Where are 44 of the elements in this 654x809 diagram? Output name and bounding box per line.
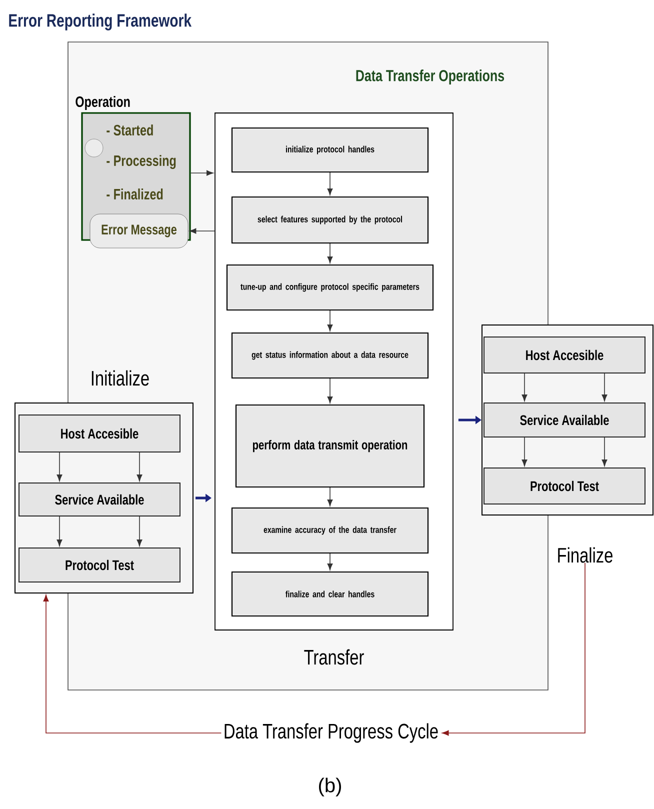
arrow bbox=[327, 243, 333, 264]
arrow bbox=[327, 553, 333, 570]
arrow bbox=[136, 516, 142, 546]
arrow bbox=[136, 452, 142, 482]
arrow bbox=[327, 378, 333, 404]
status-item: - Processing bbox=[106, 154, 176, 170]
arrow bbox=[602, 437, 608, 466]
arrow bbox=[56, 516, 62, 546]
cycle-label: Data Transfer Progress Cycle bbox=[224, 723, 438, 743]
arrow bbox=[442, 562, 586, 736]
step-box: finalize and clear handles bbox=[231, 571, 429, 617]
box-heading: Operation bbox=[76, 96, 130, 110]
box-label: Finalize bbox=[558, 547, 612, 563]
arrow bbox=[327, 172, 333, 196]
step-box: get status information about a data resource bbox=[231, 332, 429, 379]
check-box: Host Accesible bbox=[18, 414, 180, 452]
step-box: tune-up and configure protocol specific parameters bbox=[226, 264, 434, 311]
step-box: select features supported by the protocol bbox=[231, 196, 429, 244]
message-box: Error Message bbox=[90, 214, 188, 248]
check-box: Protocol Test bbox=[484, 468, 646, 504]
arrow bbox=[602, 373, 608, 402]
check-box: Protocol Test bbox=[18, 548, 180, 582]
stage-label: Initialize bbox=[92, 370, 149, 386]
panel-heading: Data Transfer Operations bbox=[356, 70, 504, 84]
figure-label: (b) bbox=[319, 778, 341, 796]
arrow bbox=[522, 373, 528, 402]
arrow bbox=[43, 594, 222, 734]
status-item: - Finalized bbox=[106, 188, 163, 200]
box-label: Transfer bbox=[304, 649, 364, 665]
status-item: - Started bbox=[106, 124, 153, 136]
title: Error Reporting Framework bbox=[9, 14, 192, 30]
arrow bbox=[327, 487, 333, 506]
radio-circle bbox=[84, 138, 104, 158]
arrow bbox=[190, 170, 214, 176]
check-box: Host Accesible bbox=[484, 336, 646, 374]
check-box: Service Available bbox=[484, 402, 646, 438]
arrow bbox=[189, 228, 215, 234]
arrow bbox=[327, 310, 333, 332]
check-box: Service Available bbox=[18, 482, 180, 516]
step-box: initialize protocol handles bbox=[231, 127, 429, 173]
arrow bbox=[56, 452, 62, 482]
arrow bbox=[522, 437, 528, 466]
step-box: perform data transmit operation bbox=[235, 404, 425, 488]
step-box: examine accuracy of the data transfer bbox=[231, 507, 429, 554]
